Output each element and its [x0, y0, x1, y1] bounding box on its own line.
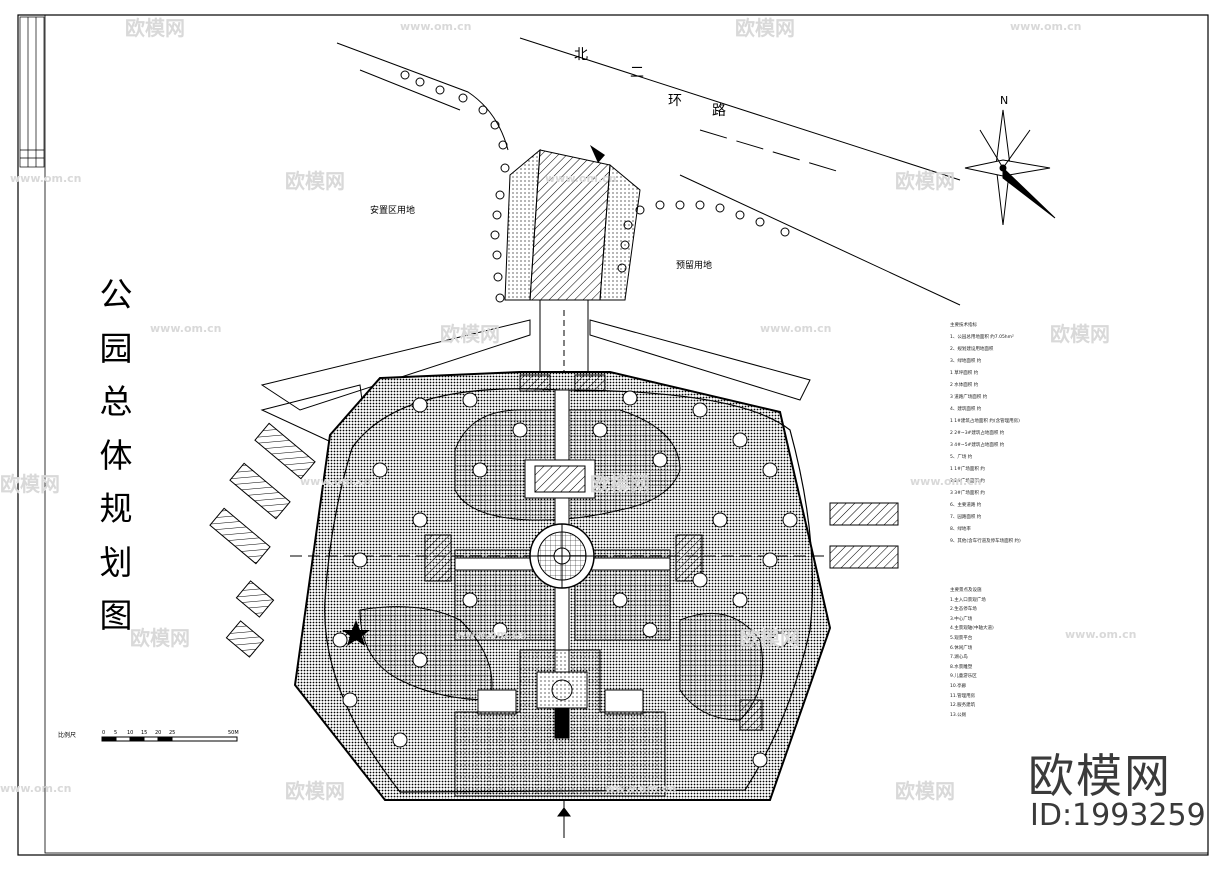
north-arrow: [964, 109, 1056, 226]
scale-tick: 0: [102, 730, 106, 736]
legend-line: 1、公园总用地面积 约7.05hm²: [950, 335, 1014, 340]
scale-tick: 50M: [228, 730, 239, 736]
scale-tick: 5: [114, 730, 118, 736]
north-label: N: [1000, 94, 1009, 107]
watermark-url: www.om.cn: [910, 475, 982, 488]
legend-line: 4、建筑面积 约: [950, 407, 982, 412]
watermark-url: www.om.cn: [10, 172, 82, 185]
entrance-parking: [504, 145, 641, 301]
legend-line: 5、广场 约: [950, 455, 973, 460]
watermark: 欧模网: [125, 16, 185, 40]
legend-line: 8、绿地率: [950, 527, 971, 532]
park-trees: [332, 390, 798, 768]
scale-tick: 25: [169, 730, 176, 736]
legend2-line: 5.观景平台: [950, 635, 973, 641]
watermark-url: www.om.cn: [150, 322, 222, 335]
reserved-land-label: 预留用地: [676, 261, 713, 271]
title-char: 公: [99, 275, 133, 314]
watermark: 欧模网: [130, 626, 190, 650]
legend-line: 9、其他(含车行道及停车场面积 约): [950, 539, 1021, 544]
watermark: 欧模网: [285, 779, 345, 803]
legend2-title: 主要景点及设施: [950, 588, 982, 593]
legend2-line: 9.儿童游乐区: [950, 674, 977, 680]
legend2-line: 8.水景雕塑: [950, 664, 973, 670]
legend-line: 3、绿地面积 约: [950, 359, 982, 364]
watermark: 欧模网: [285, 169, 345, 193]
brand-id: ID:1993259: [1030, 798, 1206, 833]
road-label-char: 北: [574, 47, 588, 63]
inner-frame: [44, 14, 1209, 854]
scale-tick: 20: [155, 730, 162, 736]
road-label-char: 环: [668, 93, 682, 109]
watermark-url: www.om.cn: [605, 782, 677, 795]
title-char: 划: [99, 542, 133, 582]
road-label-char: 路: [712, 103, 726, 119]
legend2-line: 6.休闲广场: [950, 645, 973, 651]
legend2-line: 13.公厕: [950, 712, 967, 718]
brand-name: 欧模网: [1028, 749, 1172, 803]
watermark-url: www.om.cn: [400, 20, 472, 33]
resettlement-land-label: 安置区用地: [370, 206, 416, 216]
attractions-list: 主要景点及设施 1.主入口景观广场 2.生态停车场 3.中心广场 4.主景观轴(…: [950, 586, 1100, 720]
title-char: 体: [99, 435, 133, 475]
legend-line: 2 2#广场面积 约: [950, 479, 985, 484]
legend-line: 1 草坪面积 约: [950, 371, 979, 376]
technical-indicators: 主要技术指标 1、公园总用地面积 约7.05hm² 2、规划建设用地面积 3、绿…: [950, 320, 1140, 548]
scale-tick: 15: [141, 730, 148, 736]
scale-bar: [101, 736, 238, 742]
central-plaza: [529, 523, 595, 589]
title-char: 规: [99, 489, 133, 528]
legend2-line: 10.亭廊: [950, 683, 967, 689]
scale-label: 比例尺: [58, 732, 77, 739]
watermark-url: www.om.cn: [300, 475, 372, 488]
legend-line: 6、主要道路 约: [950, 503, 982, 508]
legend-line: 3 道路广场面积 约: [950, 395, 988, 400]
drawing-title: 公 园 总 体 规 划 图: [96, 268, 136, 643]
watermark-url: www.om.cn: [1065, 628, 1137, 641]
title-char: 园: [99, 328, 133, 368]
legend-line: 3 3#广场面积 约: [950, 491, 985, 496]
watermark-url: www.om.cn: [0, 782, 72, 795]
legend2-line: 1.主入口景观广场: [950, 597, 986, 603]
legend-line: 7、园路面积 约: [950, 515, 982, 520]
watermark: 欧模网: [895, 779, 955, 803]
watermark: 欧模网: [0, 472, 60, 496]
north-ring-road: [336, 37, 961, 306]
watermark: 欧模网: [740, 626, 800, 650]
watermark-url: www.om.cn: [1010, 20, 1082, 33]
watermark-url: www.om.cn: [455, 628, 527, 641]
legend-title: 主要技术指标: [950, 323, 977, 328]
entrance-corridor: [539, 300, 589, 380]
legend2-line: 7.湖心岛: [950, 655, 968, 661]
hatched-strips-east: [829, 502, 899, 569]
legend2-line: 2.生态停车场: [950, 607, 977, 613]
title-strip: [19, 16, 45, 168]
pavilion-star: [342, 620, 370, 646]
watermark-url: www.om.cn: [760, 322, 832, 335]
watermark: 欧模网: [895, 169, 955, 193]
hatched-strips-west: [209, 422, 316, 658]
watermark-url: www.om.cn: [545, 172, 617, 185]
road-label-char: 二: [630, 65, 644, 81]
watermark: 欧模网: [1050, 322, 1110, 346]
watermark: 欧模网: [440, 322, 500, 346]
legend-line: 1 1#广场面积 约: [950, 467, 985, 472]
scale-tick: 10: [127, 730, 134, 736]
south-entrance: [454, 649, 666, 838]
legend2-line: 12.服务建筑: [950, 703, 976, 709]
legend-line: 2 2#~3#建筑占地面积 约: [950, 431, 1005, 436]
legend-line: 2、规划建设用地面积: [950, 347, 994, 352]
title-char: 图: [99, 596, 133, 635]
watermark: 欧模网: [735, 16, 795, 40]
legend-line: 3 4#~5#建筑占地面积 约: [950, 443, 1005, 448]
legend2-line: 11.管理用房: [950, 693, 976, 699]
title-char: 总: [99, 382, 133, 421]
legend-line: 2 水体面积 约: [950, 383, 979, 388]
watermark: 欧模网: [590, 472, 650, 496]
legend2-line: 4.主景观轴(中轴大道): [950, 626, 994, 632]
legend-line: 1 1#建筑占地面积 约(含管理用房): [950, 419, 1020, 424]
legend2-line: 3.中心广场: [950, 616, 973, 622]
